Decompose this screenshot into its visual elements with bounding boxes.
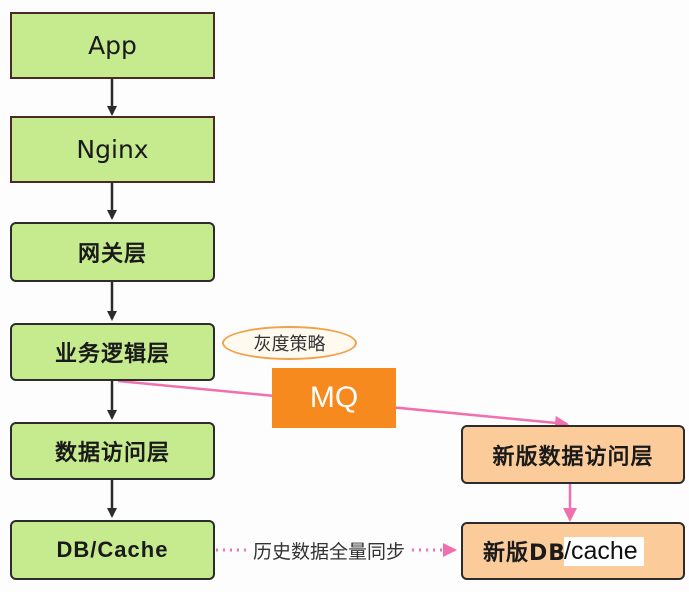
new-db-suffix-text: /cache <box>564 537 638 565</box>
node-business-logic: 业务逻辑层 <box>10 323 215 381</box>
node-db-cache-label: DB/Cache <box>56 537 169 562</box>
node-db-cache: DB/Cache <box>10 520 215 580</box>
node-nginx: Nginx <box>10 116 215 183</box>
mq-label-box: MQ <box>272 368 396 428</box>
node-app: App <box>10 12 215 79</box>
node-nginx-label: Nginx <box>76 135 149 164</box>
node-gateway-label: 网关层 <box>77 242 147 267</box>
node-new-data-access-label: 新版数据访问层 <box>492 444 654 470</box>
node-app-label: App <box>88 31 137 60</box>
new-db-suffix: /cache <box>564 537 644 566</box>
node-new-db-label: 新版DB <box>483 541 567 566</box>
node-business-logic-label: 业务逻辑层 <box>54 342 170 367</box>
node-data-access: 数据访问层 <box>10 422 215 480</box>
gray-strategy-label: 灰度策略 <box>253 334 326 355</box>
node-new-data-access: 新版数据访问层 <box>461 425 685 484</box>
sync-label-text: 历史数据全量同步 <box>253 541 406 563</box>
gray-strategy-callout: 灰度策略 <box>222 326 357 360</box>
mq-label: MQ <box>309 381 359 414</box>
sync-label: 历史数据全量同步 <box>251 537 408 564</box>
node-gateway: 网关层 <box>10 222 215 282</box>
node-data-access-label: 数据访问层 <box>54 441 170 466</box>
